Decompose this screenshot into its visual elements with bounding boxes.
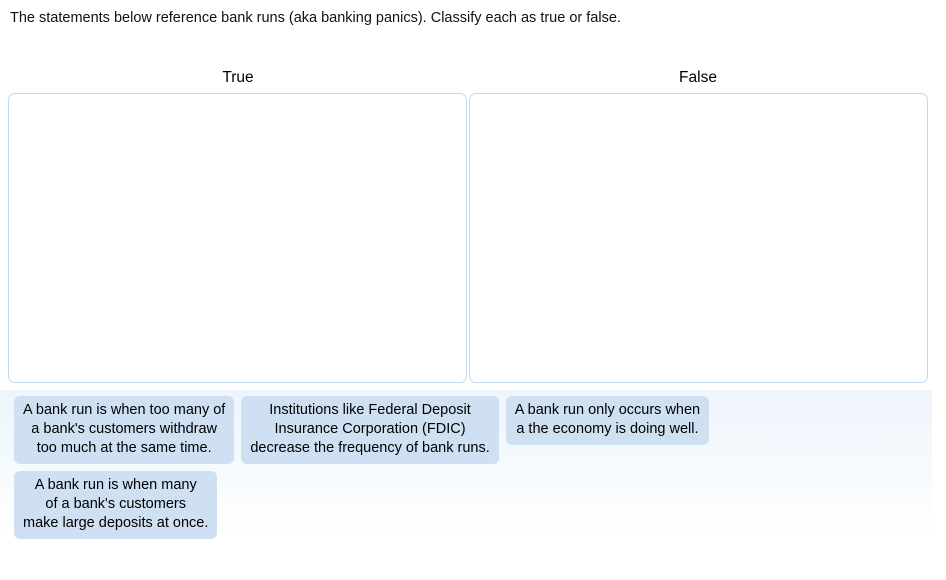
answer-tile[interactable]: A bank run is when many of a bank's cust… [14, 471, 218, 539]
tray-row: A bank run is when many of a bank's cust… [14, 471, 932, 539]
tray-row: A bank run is when too many of a bank's … [14, 396, 932, 464]
column-header-true: True [222, 69, 254, 86]
answer-tile[interactable]: Institutions like Federal Deposit Insura… [241, 396, 499, 464]
dropzone-container [8, 93, 928, 383]
instruction-text: The statements below reference bank runs… [10, 10, 621, 26]
dropzone-true[interactable] [8, 93, 467, 383]
column-headers: True False [8, 66, 928, 92]
answer-tile[interactable]: A bank run is when too many of a bank's … [14, 396, 235, 464]
column-header-false: False [679, 69, 717, 86]
answer-tile-tray: A bank run is when too many of a bank's … [0, 390, 932, 539]
answer-tile[interactable]: A bank run only occurs when a the econom… [505, 396, 710, 445]
dropzone-false[interactable] [469, 93, 928, 383]
